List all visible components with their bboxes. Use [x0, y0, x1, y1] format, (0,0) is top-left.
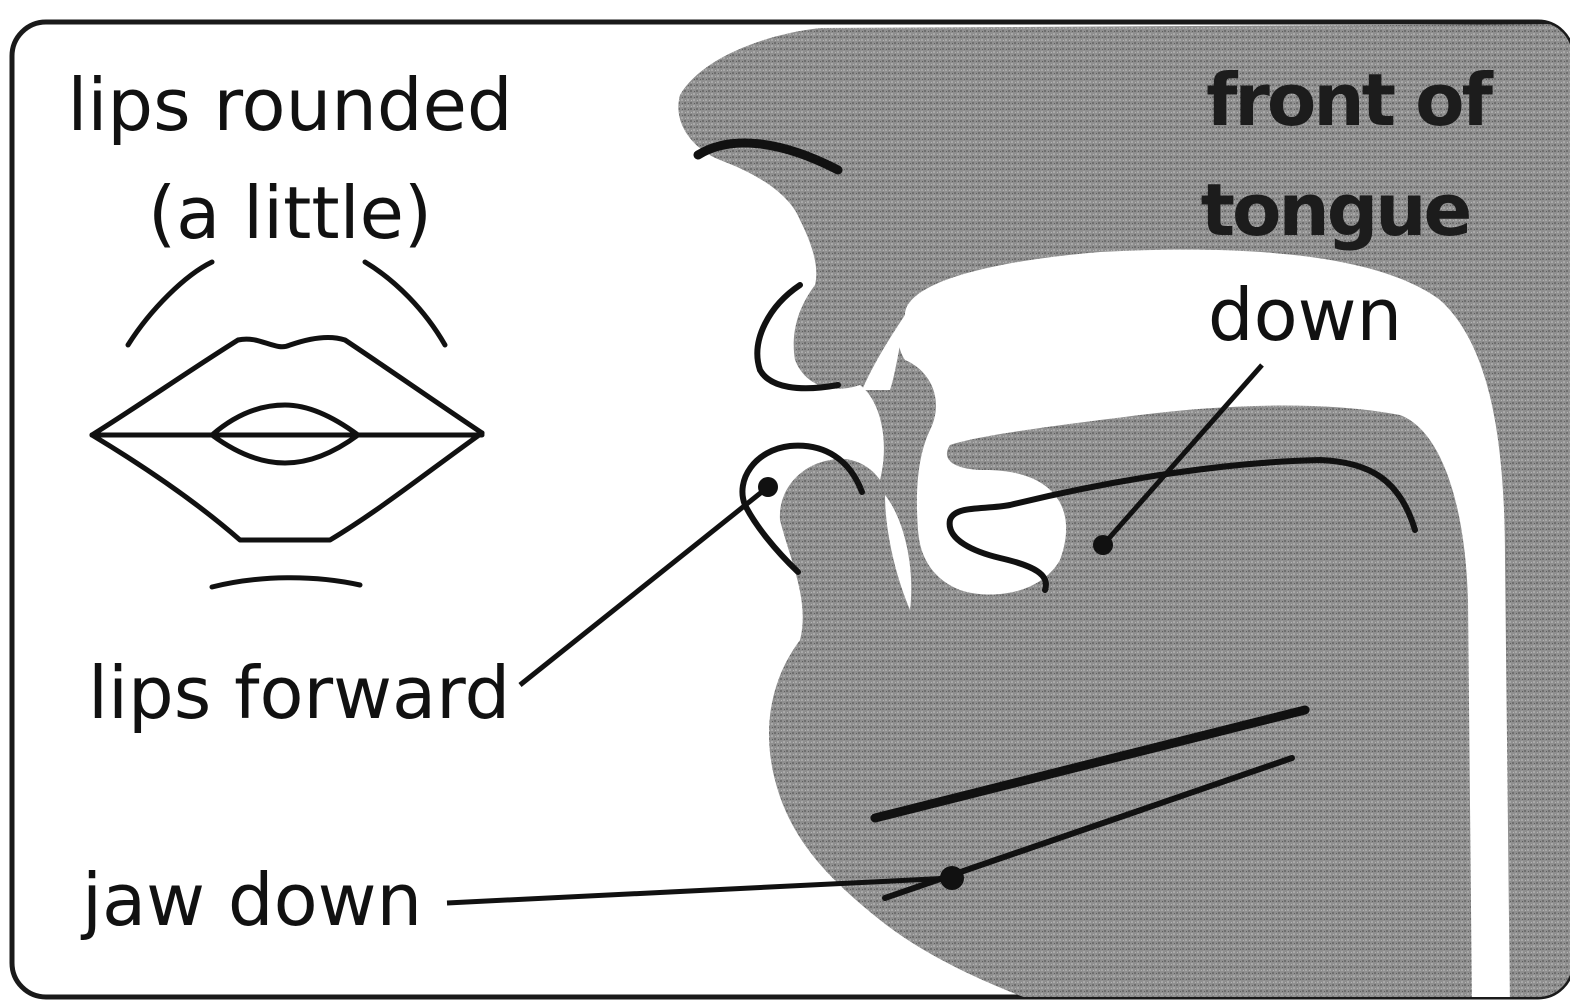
label-a-little: (a little) — [148, 171, 432, 255]
lips-forward-dot — [758, 477, 778, 497]
label-tongue: tongue — [1201, 168, 1470, 252]
jaw-down-dot — [940, 866, 964, 890]
label-lips-rounded: lips rounded — [67, 63, 512, 147]
label-down: down — [1208, 273, 1402, 357]
label-lips-forward: lips forward — [88, 651, 510, 735]
label-front-of: front of — [1206, 58, 1494, 142]
tongue-down-dot — [1093, 535, 1113, 555]
label-jaw-down: jaw down — [80, 858, 422, 942]
